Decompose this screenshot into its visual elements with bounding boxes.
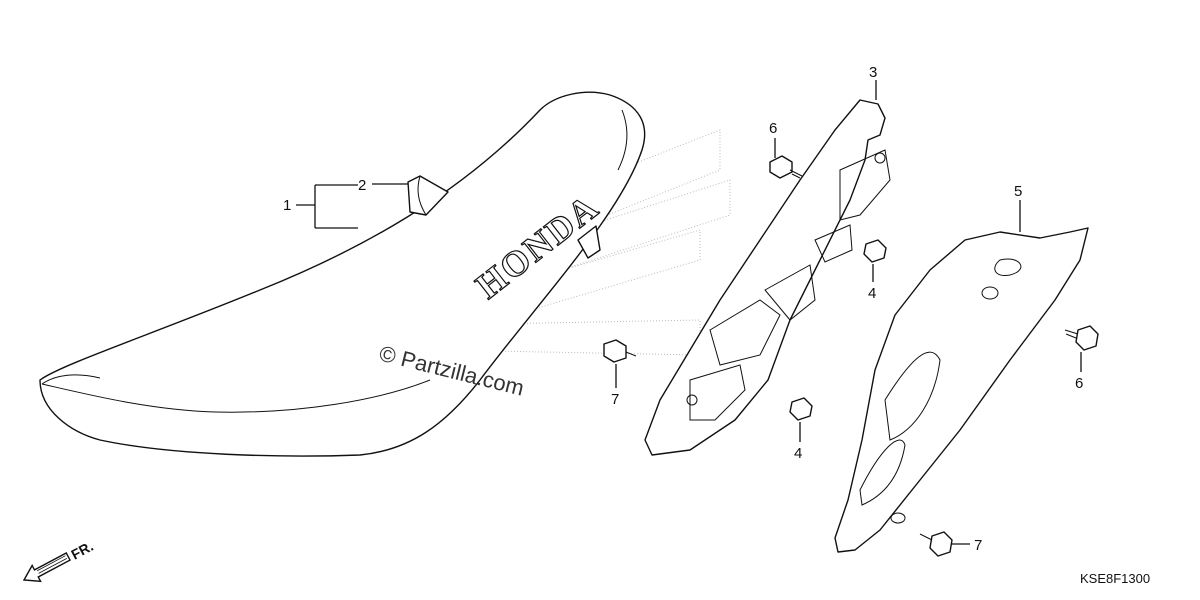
- nut-4-lower-icon[interactable]: [789, 397, 813, 421]
- callout-7-middle: 7: [611, 391, 619, 408]
- callout-6-top: 6: [769, 120, 777, 137]
- bolt-7-middle-icon[interactable]: [603, 339, 637, 363]
- seat-strap-part[interactable]: [407, 175, 449, 216]
- callout-4-lower: 4: [794, 445, 802, 462]
- bolt-6-right-icon[interactable]: [1064, 325, 1099, 351]
- callout-3: 3: [869, 64, 877, 81]
- callout-5: 5: [1014, 183, 1022, 200]
- seat-part[interactable]: HONDA: [39, 91, 646, 457]
- callout-7-bottom: 7: [974, 537, 982, 554]
- inner-side-cover-part[interactable]: [644, 99, 891, 456]
- outer-side-cover-part[interactable]: [834, 227, 1089, 553]
- nut-4-upper-icon[interactable]: [863, 239, 887, 263]
- callout-2: 2: [358, 177, 366, 194]
- leader-lines: [296, 80, 1082, 545]
- diagram-code: KSE8F1300: [1080, 571, 1150, 586]
- callout-1: 1: [283, 197, 291, 214]
- bolt-7-bottom-icon[interactable]: [919, 531, 953, 557]
- front-direction-arrow-icon: FR.: [22, 538, 96, 583]
- callout-4-upper: 4: [868, 285, 876, 302]
- callout-6-right: 6: [1075, 375, 1083, 392]
- bolt-6-top-icon[interactable]: [769, 155, 803, 179]
- front-arrow-label: FR.: [68, 538, 95, 563]
